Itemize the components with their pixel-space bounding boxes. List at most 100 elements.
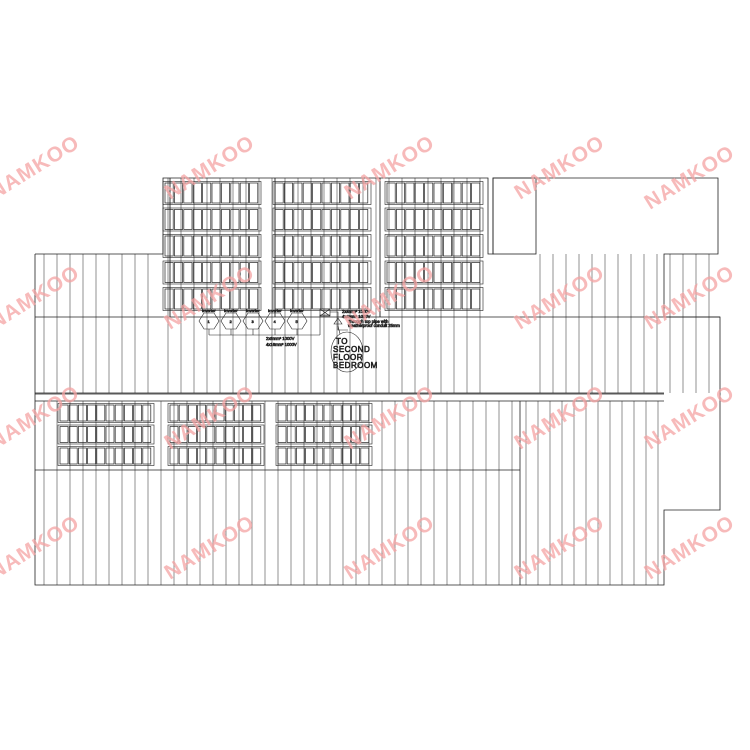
destination-line-4: BEDROOM	[333, 361, 378, 370]
solar-panel	[224, 404, 234, 422]
solar-panel	[359, 288, 369, 310]
combiner-box	[319, 308, 331, 317]
array-row-frame	[162, 234, 262, 258]
solar-panel	[396, 182, 405, 204]
solar-panel	[133, 404, 142, 422]
solar-panel	[183, 235, 193, 257]
solar-panel	[342, 426, 351, 443]
solar-panel	[114, 404, 124, 422]
destination-line-2: SECOND	[333, 345, 370, 354]
solar-panel	[142, 426, 152, 443]
solar-panel	[396, 235, 405, 257]
solar-panel	[424, 235, 434, 257]
solar-panel	[230, 182, 240, 204]
watermark-text: NAMKOO	[160, 131, 258, 204]
solar-panel	[239, 182, 249, 204]
solar-panel	[211, 235, 221, 257]
solar-panel	[221, 182, 230, 204]
solar-panel	[188, 447, 197, 465]
solar-panel	[142, 447, 152, 465]
ac-feed-line	[319, 314, 330, 335]
solar-panel	[133, 426, 142, 443]
inverter-icon	[264, 312, 286, 330]
solar-panel	[249, 209, 259, 230]
inverter-label: Inverter	[268, 308, 282, 313]
solar-panel	[197, 447, 206, 465]
solar-panel	[284, 209, 293, 230]
solar-panel	[302, 182, 312, 204]
array-row-frame	[167, 446, 265, 466]
solar-panel	[461, 262, 471, 283]
watermark-text: NAMKOO	[640, 261, 738, 334]
watermark-text: NAMKOO	[510, 381, 608, 454]
solar-panel	[169, 426, 179, 443]
solar-panel	[321, 288, 331, 310]
solar-panel	[386, 235, 396, 257]
solar-panel	[211, 209, 221, 230]
solar-panel	[342, 404, 351, 422]
destination-line-1: TO	[336, 337, 348, 346]
solar-panel	[96, 447, 106, 465]
inverter-icon	[286, 312, 308, 330]
solar-panel	[224, 447, 234, 465]
wiring-diagram: 2x4mm² 1000V 4x4mm² 1000V Through top pi…	[198, 308, 401, 373]
inverter-number: 1	[208, 319, 211, 324]
array-row-frame	[167, 424, 265, 445]
solar-panel	[314, 404, 324, 422]
solar-panel	[471, 235, 481, 257]
solar-panel	[332, 447, 342, 465]
solar-panel	[274, 182, 284, 204]
solar-panel	[321, 262, 331, 283]
solar-panel	[302, 209, 312, 230]
solar-panel	[433, 209, 443, 230]
solar-panel	[211, 182, 221, 204]
array-row-frame	[272, 207, 372, 232]
solar-panel	[206, 447, 216, 465]
solar-panel	[202, 262, 212, 283]
solar-panel	[221, 262, 230, 283]
array-row-frame	[272, 181, 372, 205]
solar-panel	[243, 404, 252, 422]
solar-panel	[386, 182, 396, 204]
solar-panel	[331, 288, 340, 310]
array-row-frame	[57, 424, 155, 445]
solar-panel	[243, 426, 252, 443]
solar-panel	[331, 262, 340, 283]
solar-panel	[188, 404, 197, 422]
solar-panel	[197, 426, 206, 443]
solar-panel	[169, 404, 179, 422]
solar-panel	[414, 235, 424, 257]
solar-panel	[302, 262, 312, 283]
solar-panel	[183, 209, 193, 230]
solar-panel	[133, 447, 142, 465]
solar-panel	[68, 447, 78, 465]
solar-panel	[312, 288, 322, 310]
inverter-label: Inverter	[202, 308, 216, 313]
solar-panel	[274, 262, 284, 283]
array-row-frame	[162, 260, 262, 285]
solar-panel	[471, 288, 481, 310]
callout-leader-line	[337, 325, 341, 335]
solar-panel	[215, 447, 225, 465]
watermark-text: NAMKOO	[510, 131, 608, 204]
solar-panel	[396, 288, 405, 310]
watermark-text: NAMKOO	[340, 381, 438, 454]
destination-line-3: FLOOR	[333, 353, 363, 362]
solar-panel	[202, 288, 212, 310]
solar-panel	[351, 404, 360, 422]
array-row-frame	[275, 403, 373, 423]
solar-panel	[124, 404, 133, 422]
solar-panel	[142, 404, 152, 422]
solar-panel	[224, 426, 234, 443]
solar-panel	[202, 209, 212, 230]
solar-panel	[351, 426, 360, 443]
cable-note-top-2: 4x4mm² 1000V	[342, 314, 371, 319]
solar-panel	[252, 447, 262, 465]
cable-note-bottom-1: 2x6mm² 1000V	[266, 336, 295, 341]
solar-panel	[443, 288, 452, 310]
solar-panel	[230, 288, 240, 310]
solar-panel	[192, 235, 202, 257]
solar-panel	[452, 235, 462, 257]
solar-panel	[359, 209, 369, 230]
